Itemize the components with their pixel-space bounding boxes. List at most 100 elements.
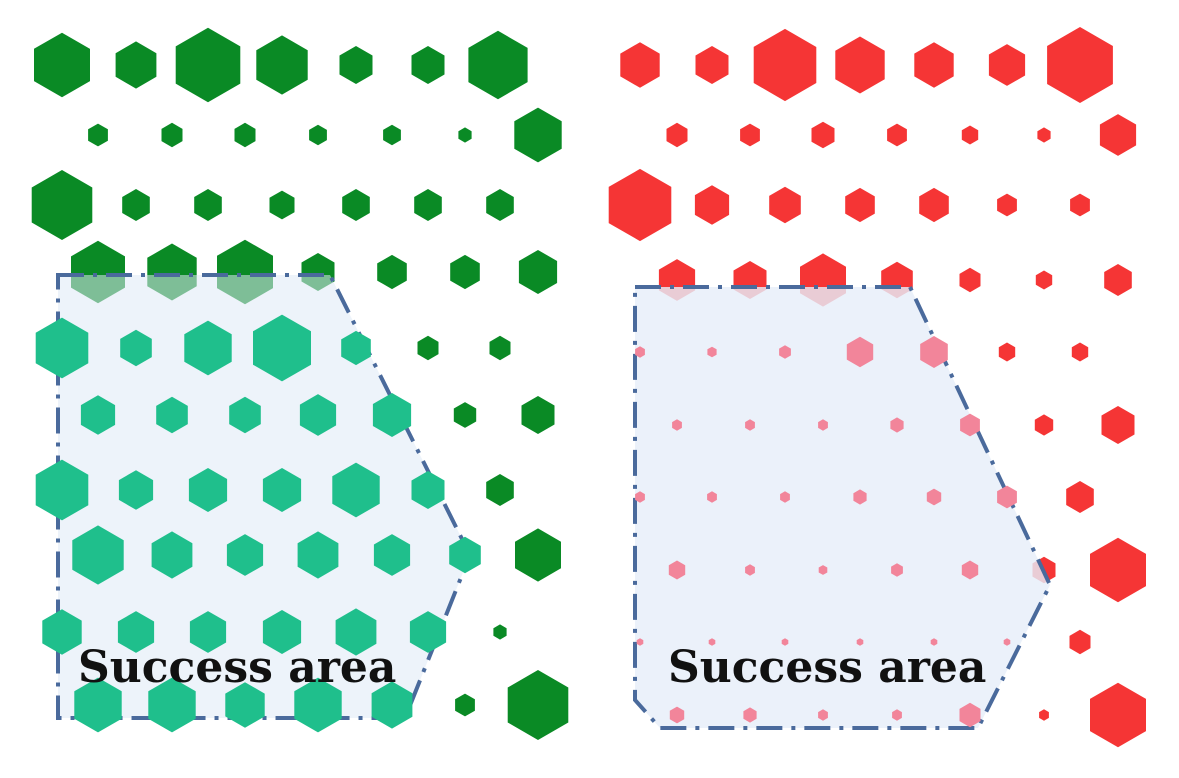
- right-hexagon-marker: [926, 488, 942, 506]
- left-panel: Success area: [31, 27, 569, 740]
- left-hexagon-marker: [122, 189, 150, 221]
- left-hexagon-marker: [117, 611, 155, 653]
- left-hexagon-marker: [373, 534, 411, 576]
- right-hexagon-marker: [666, 122, 688, 148]
- left-hexagon-marker: [234, 122, 256, 148]
- left-hexagon-marker: [449, 536, 481, 574]
- right-hexagon-marker: [890, 417, 904, 433]
- left-hexagon-marker: [118, 470, 154, 510]
- left-hexagon-marker: [151, 531, 193, 579]
- left-hexagon-marker: [115, 41, 157, 89]
- left-hexagon-marker: [493, 624, 507, 640]
- left-hexagon-marker: [455, 693, 475, 717]
- right-hexagon-marker: [959, 267, 981, 293]
- left-hexagon-marker: [262, 468, 302, 512]
- right-hexagon-marker: [707, 346, 717, 358]
- right-hexagon-marker: [707, 491, 717, 503]
- right-hexagon-marker: [743, 707, 757, 723]
- left-hexagon-marker: [342, 189, 370, 221]
- left-hexagon-marker: [453, 402, 477, 428]
- left-hexagon-marker: [515, 528, 561, 582]
- right-hexagon-marker: [1101, 406, 1135, 444]
- right-hexagon-marker: [1037, 127, 1051, 143]
- right-hexagon-marker: [1070, 193, 1090, 217]
- left-hexagon-marker: [299, 394, 337, 436]
- left-hexagon-marker: [450, 254, 480, 290]
- left-hexagon-marker: [229, 396, 261, 434]
- left-hexagon-marker: [175, 27, 241, 103]
- right-hexagon-marker: [1090, 537, 1146, 603]
- left-hexagon-marker: [377, 254, 407, 290]
- right-hexagon-marker: [891, 563, 903, 577]
- right-hexagon-marker: [997, 485, 1017, 509]
- right-hexagon-marker: [961, 125, 979, 145]
- right-hexagon-marker: [997, 193, 1017, 217]
- left-hexagon-marker: [72, 525, 124, 585]
- left-hexagon-marker: [35, 317, 89, 379]
- right-success-area-label: Success area: [668, 642, 986, 693]
- left-hexagon-marker: [371, 681, 413, 729]
- left-hex-grid-inside: [35, 314, 481, 733]
- left-hexagon-marker: [226, 534, 264, 576]
- right-hexagon-marker: [708, 638, 716, 646]
- left-hexagon-marker: [188, 468, 228, 512]
- left-hexagon-marker: [409, 611, 447, 653]
- right-hexagon-marker: [914, 42, 954, 88]
- right-hexagon-marker: [846, 336, 874, 368]
- right-hexagon-marker: [1090, 682, 1146, 748]
- left-hexagon-marker: [256, 35, 308, 95]
- right-hexagon-marker: [811, 121, 835, 149]
- left-hexagon-marker: [486, 474, 514, 506]
- left-hexagon-marker: [514, 107, 562, 163]
- right-hex-grid-inside: [635, 336, 1017, 728]
- right-hexagon-marker: [1034, 414, 1054, 436]
- right-hexagon-marker: [745, 564, 755, 576]
- left-success-area-label: Success area: [78, 642, 396, 693]
- right-hexagon-marker: [1035, 270, 1053, 290]
- right-hexagon-marker: [818, 565, 828, 575]
- right-hexagon-marker: [998, 342, 1016, 362]
- left-hexagon-marker: [411, 471, 445, 509]
- left-hexagon-marker: [341, 330, 371, 366]
- left-hexagon-marker: [120, 329, 152, 367]
- right-hexagon-marker: [920, 336, 948, 368]
- left-hexagon-marker: [42, 609, 82, 655]
- left-hexagon-marker: [269, 190, 295, 220]
- left-hexagon-marker: [339, 46, 373, 84]
- left-hexagon-marker: [184, 320, 232, 376]
- right-hexagon-marker: [1099, 114, 1137, 156]
- right-panel: Success area: [608, 27, 1146, 748]
- right-hexagon-marker: [818, 419, 828, 431]
- right-hexagon-marker: [818, 709, 828, 721]
- right-hexagon-marker: [780, 491, 790, 503]
- right-hexagon-marker: [781, 638, 789, 646]
- right-hexagon-marker: [608, 168, 672, 242]
- left-hexagon-marker: [148, 677, 196, 733]
- right-hexagon-marker: [853, 489, 867, 505]
- right-hexagon-marker: [988, 44, 1026, 86]
- left-hexagon-marker: [88, 123, 108, 147]
- right-hexagon-marker: [930, 638, 938, 646]
- right-hex-grid: [608, 27, 1146, 748]
- right-hexagon-marker: [1104, 264, 1132, 296]
- right-success-region: [633, 285, 1053, 730]
- left-hexagon-marker: [309, 124, 327, 146]
- left-hexagon-marker: [486, 189, 514, 221]
- right-hexagon-marker: [668, 560, 686, 580]
- right-hexagon-marker: [769, 186, 801, 224]
- right-hexagon-marker: [1039, 709, 1049, 721]
- right-hexagon-marker: [745, 419, 755, 431]
- left-hexagon-marker: [194, 189, 222, 221]
- left-hexagon-marker: [225, 682, 265, 728]
- left-hexagon-marker: [521, 396, 555, 434]
- right-hexagon-marker: [856, 638, 864, 646]
- left-hexagon-marker: [414, 189, 442, 221]
- left-hexagon-marker: [372, 393, 412, 437]
- right-hexagon-marker: [1003, 638, 1011, 646]
- right-hexagon-marker: [636, 638, 644, 646]
- left-hexagon-marker: [507, 670, 569, 740]
- left-hexagon-marker: [262, 610, 302, 654]
- left-hexagon-marker: [458, 127, 472, 143]
- right-hexagon-marker: [845, 187, 875, 223]
